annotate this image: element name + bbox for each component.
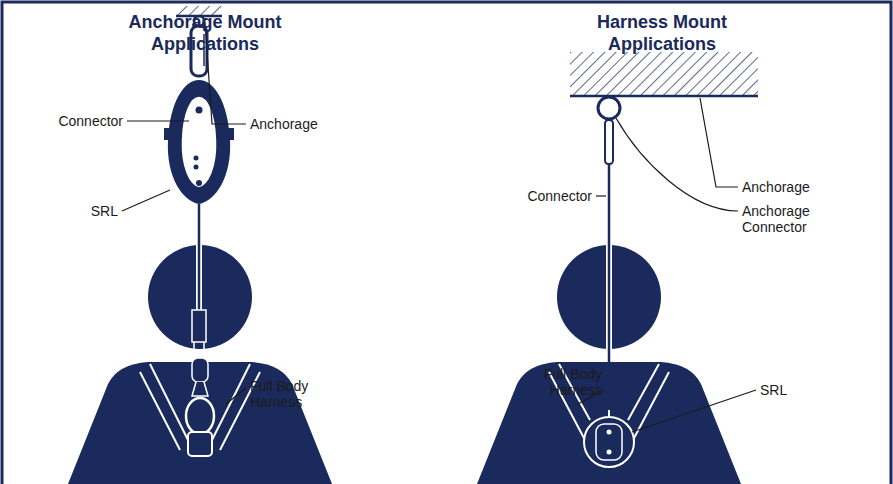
snap-hook	[192, 358, 208, 382]
srl-cable	[198, 204, 201, 312]
srl-unit	[584, 417, 634, 467]
part-label: Anchorage Connector	[742, 203, 826, 235]
connector-hook	[605, 120, 613, 164]
part-label: Connector	[516, 188, 592, 204]
anchorage-connector-ring	[598, 97, 620, 119]
d-ring	[186, 398, 214, 434]
part-label: Full Body Harness	[528, 366, 602, 398]
leader-line	[122, 22, 246, 404]
part-label: SRL	[70, 203, 118, 219]
part-label: Connector	[47, 113, 123, 129]
anchorage-mount-figure	[68, 6, 332, 484]
part-label: SRL	[760, 382, 810, 398]
anchorage-block	[570, 52, 758, 96]
worker-body	[477, 362, 741, 484]
part-label: Anchorage	[742, 179, 832, 195]
panel-heading: Anchorage Mount Applications	[105, 12, 305, 55]
leader-line	[578, 98, 756, 432]
part-label: Full Body Harness	[250, 378, 324, 410]
cable-sleeve	[192, 310, 206, 342]
panel-heading: Harness Mount Applications	[562, 12, 762, 55]
harness-mount-figure	[477, 52, 758, 484]
part-label: Anchorage	[250, 116, 340, 132]
srl-housing	[168, 80, 230, 204]
